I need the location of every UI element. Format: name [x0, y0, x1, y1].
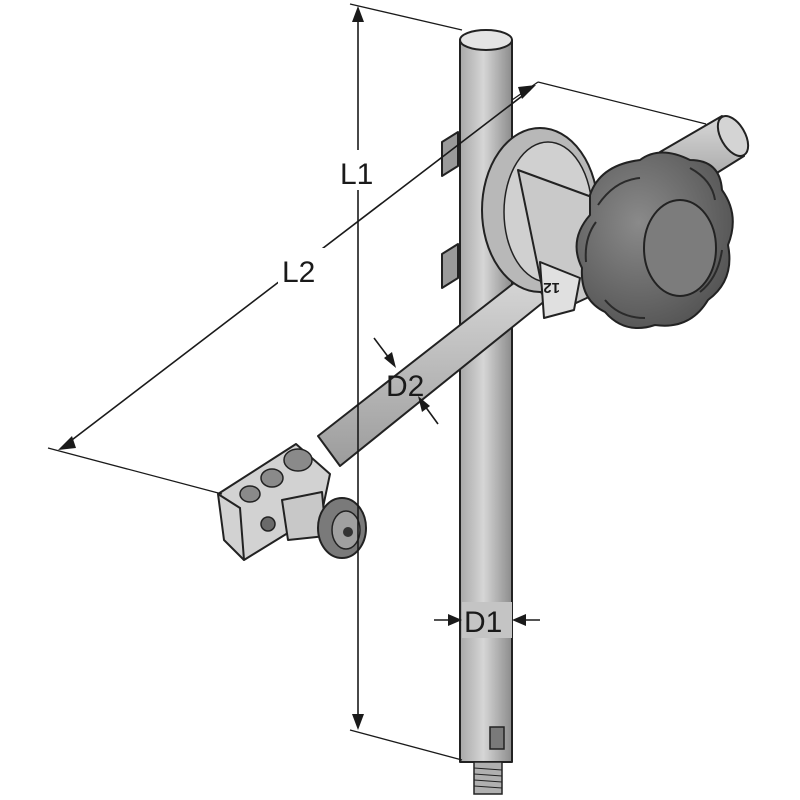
label-d1: D1: [464, 606, 502, 639]
thumb-screw[interactable]: [281, 491, 367, 559]
dimension-l1: L1: [334, 3, 463, 761]
dimension-d1: D1: [434, 602, 540, 639]
clamp-body: 12: [481, 127, 605, 319]
threaded-end: [473, 761, 503, 795]
rod-lugs: [441, 131, 459, 289]
horizontal-arm: [317, 269, 555, 467]
label-l2: L2: [282, 256, 315, 289]
star-knob[interactable]: [575, 151, 734, 329]
end-clamp: [217, 443, 367, 561]
clamp-marking: 12: [543, 279, 560, 296]
dimension-d2: D2: [373, 337, 439, 425]
dimension-l2: L2: [47, 81, 707, 495]
label-l1: L1: [340, 158, 373, 191]
label-d2: D2: [386, 370, 424, 403]
